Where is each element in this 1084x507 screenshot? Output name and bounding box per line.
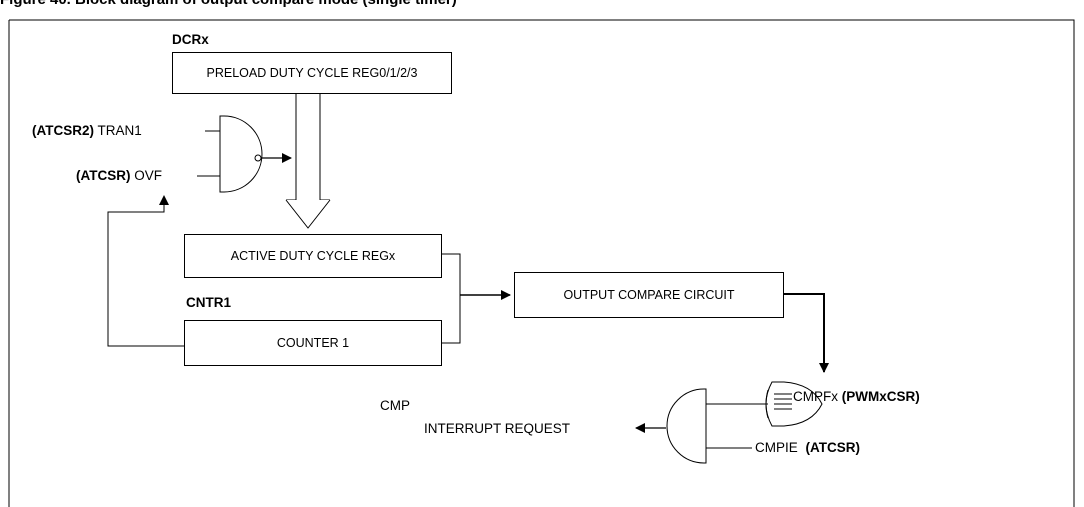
dcrx-label: DCRx xyxy=(172,32,209,47)
tran1-signal: (ATCSR2) TRAN1 xyxy=(32,123,142,139)
cntr1-label: CNTR1 xyxy=(186,295,232,310)
figure-frame xyxy=(8,19,1075,507)
compare-output-wire xyxy=(784,293,829,373)
preload-to-active-bus xyxy=(285,84,331,229)
tran1-register: (ATCSR2) xyxy=(32,123,94,138)
ovf-signal: (ATCSR) OVF xyxy=(76,168,162,184)
cmpie-register: (ATCSR) xyxy=(805,440,861,455)
cmpie-name: CMPIE xyxy=(755,440,798,455)
and-gate-interrupt xyxy=(666,388,707,464)
compare-inputs xyxy=(441,253,461,344)
and-gate-load xyxy=(219,115,263,193)
ovf-name: OVF xyxy=(134,168,163,183)
preload-duty-cycle-register: PRELOAD DUTY CYCLE REG0/1/2/3 xyxy=(172,52,452,94)
interrupt-request-label: INTERRUPT REQUEST xyxy=(424,421,571,436)
output-compare-circuit: OUTPUT COMPARE CIRCUIT xyxy=(514,272,784,318)
active-duty-cycle-register: ACTIVE DUTY CYCLE REGx xyxy=(184,234,442,278)
tran1-name: TRAN1 xyxy=(97,123,142,138)
cmpfx-signal: CMPFx (PWMxCSR) xyxy=(793,389,920,405)
cmp-label: CMP xyxy=(380,398,410,413)
cmpfx-register: (PWMxCSR) xyxy=(841,389,920,404)
counter-1: COUNTER 1 xyxy=(184,320,442,366)
cmpfx-name: CMPFx xyxy=(793,389,838,404)
ovf-register: (ATCSR) xyxy=(76,168,131,183)
cmpie-signal: CMPIE (ATCSR) xyxy=(755,440,860,456)
counter-overflow-loop xyxy=(107,195,184,347)
interrupt-gate-inputs xyxy=(706,403,768,449)
figure-caption: Figure 40. Block diagram of output compa… xyxy=(0,0,457,9)
